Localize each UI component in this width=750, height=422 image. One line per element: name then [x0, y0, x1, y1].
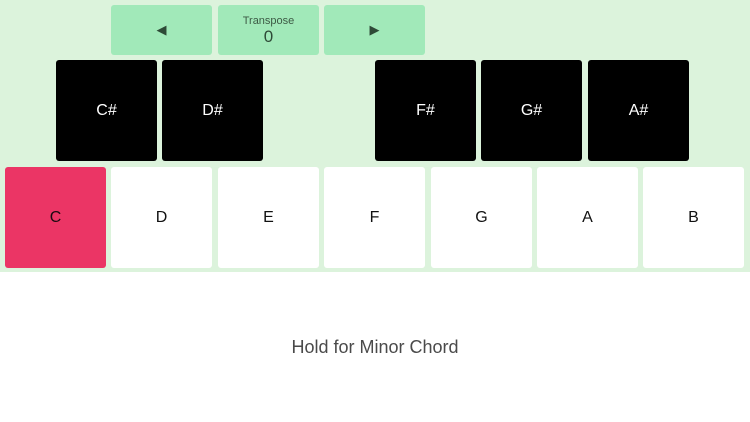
key-label: C#	[96, 101, 117, 119]
key-label: E	[263, 208, 274, 226]
transpose-up-button[interactable]: ▶	[324, 5, 425, 55]
transpose-label: Transpose	[242, 14, 295, 27]
key-c-sharp[interactable]: C#	[56, 60, 157, 161]
transpose-display: Transpose 0	[218, 5, 319, 55]
key-label: C	[49, 208, 62, 226]
key-e[interactable]: E	[218, 167, 319, 268]
key-label: D	[155, 208, 168, 226]
key-d[interactable]: D	[111, 167, 212, 268]
key-label: A	[582, 208, 593, 226]
key-f[interactable]: F	[324, 167, 425, 268]
key-label: F	[369, 208, 380, 226]
key-c[interactable]: C	[5, 167, 106, 268]
minor-chord-hint: Hold for Minor Chord	[291, 337, 459, 357]
transpose-value: 0	[263, 26, 274, 46]
key-label: D#	[202, 101, 223, 119]
key-b[interactable]: B	[643, 167, 744, 268]
key-a[interactable]: A	[537, 167, 638, 268]
key-g[interactable]: G	[431, 167, 532, 268]
key-g-sharp[interactable]: G#	[481, 60, 582, 161]
key-f-sharp[interactable]: F#	[375, 60, 476, 161]
keyboard-panel: ◀ Transpose 0 ▶ C# D# F# G# A# C D E F G…	[0, 0, 750, 272]
triangle-right-icon: ▶	[369, 22, 380, 37]
key-d-sharp[interactable]: D#	[162, 60, 263, 161]
triangle-left-icon: ◀	[156, 22, 167, 37]
key-label: G	[475, 208, 488, 226]
key-a-sharp[interactable]: A#	[588, 60, 689, 161]
key-label: B	[688, 208, 699, 226]
key-label: F#	[416, 101, 435, 119]
key-label: A#	[628, 101, 649, 119]
key-label: G#	[520, 101, 543, 119]
transpose-down-button[interactable]: ◀	[111, 5, 212, 55]
